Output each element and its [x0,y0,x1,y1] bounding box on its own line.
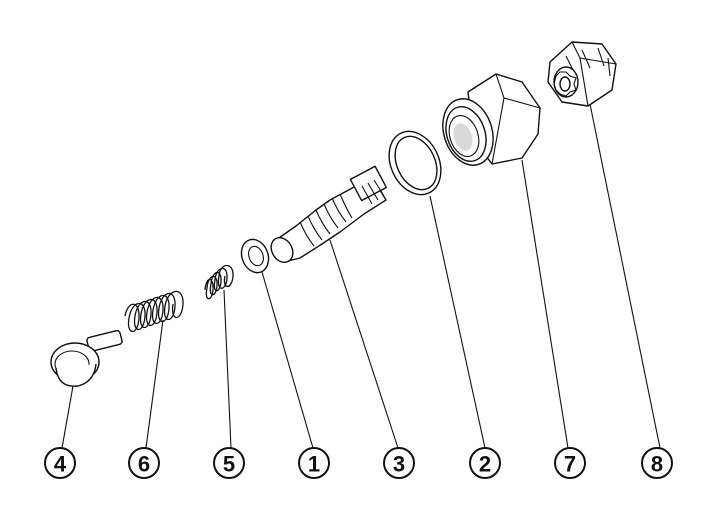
callout-label: 1 [308,452,320,477]
part-5-small-spring [204,264,234,300]
callout-label: 6 [138,452,150,477]
callout-3: 3 [383,447,415,479]
part-4-button-stem [50,329,123,387]
part-7-hex-body [442,73,541,166]
callout-5: 5 [213,447,245,479]
callout-label: 7 [564,452,576,477]
leader-1 [261,271,314,449]
part-1-small-o-ring [240,238,270,274]
leader-6 [145,319,164,449]
leader-5 [223,289,232,449]
callout-2: 2 [469,447,501,479]
callout-label: 3 [393,452,405,477]
part-6-large-spring [124,290,184,333]
callout-label: 5 [223,452,235,477]
callout-8: 8 [641,447,673,479]
leader-8 [589,103,661,449]
leader-7 [521,159,569,449]
leader-2 [429,195,486,449]
callout-label: 2 [479,452,491,477]
callout-1: 1 [298,447,330,479]
callout-label: 4 [54,452,67,477]
part-8-splined-cap [547,41,617,107]
callout-label: 8 [651,452,663,477]
callout-4: 4 [44,447,76,479]
part-3-valve-stem [270,165,388,264]
callout-7: 7 [554,447,586,479]
leader-3 [329,239,399,449]
leader-4 [61,385,74,449]
callout-6: 6 [128,447,160,479]
leader-lines [61,103,661,449]
part-2-large-o-ring [388,130,442,196]
